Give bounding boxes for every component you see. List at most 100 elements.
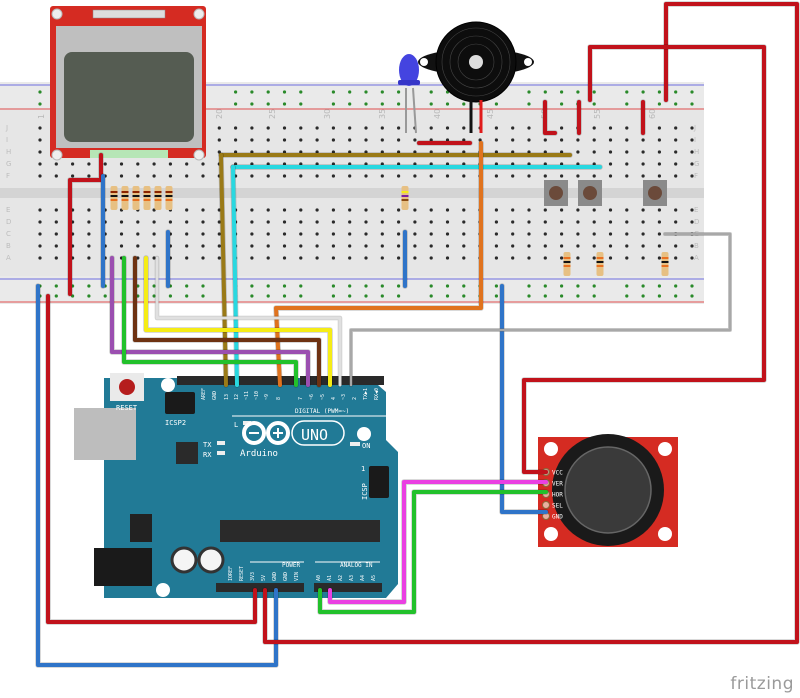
breadboard-hole	[348, 162, 352, 166]
breadboard-hole	[413, 162, 417, 166]
breadboard-hole	[560, 256, 564, 260]
breadboard-hole	[429, 244, 433, 248]
push-button-cap	[549, 186, 563, 200]
digital-pin-label: 13	[224, 394, 230, 400]
breadboard-hole	[185, 220, 189, 224]
breadboard-hole	[266, 208, 270, 212]
breadboard-hole	[625, 126, 629, 130]
wire-a0-horizontal	[318, 490, 548, 614]
rail-hole	[641, 294, 645, 298]
breadboard-hole	[315, 220, 319, 224]
breadboard-hole	[380, 138, 384, 142]
breadboard-hole	[282, 232, 287, 236]
breadboard-hole	[217, 150, 221, 154]
breadboard-hole	[38, 256, 42, 260]
rail-hole	[625, 294, 629, 298]
breadboard-hole	[250, 244, 254, 248]
breadboard-hole	[348, 244, 352, 248]
breadboard-hole	[380, 162, 384, 166]
breadboard-hole	[462, 208, 466, 212]
reset-button[interactable]	[110, 373, 144, 401]
column-label: 1	[37, 114, 46, 119]
breadboard-hole	[87, 256, 91, 260]
breadboard-hole	[560, 150, 564, 154]
breadboard-hole	[625, 208, 629, 212]
rail-hole	[152, 294, 156, 298]
breadboard-hole	[576, 256, 580, 260]
row-label: C	[6, 230, 11, 238]
breadboard-hole	[576, 162, 580, 166]
wire-green-pin7	[122, 256, 298, 387]
breadboard-hole	[690, 256, 694, 260]
piezo-buzzer	[418, 21, 534, 133]
breadboard-hole	[511, 208, 515, 212]
row-label: D	[694, 218, 699, 226]
breadboard-hole	[331, 162, 335, 166]
digital-header-low	[300, 376, 384, 385]
breadboard-hole	[543, 244, 547, 248]
breadboard-hole	[348, 220, 352, 224]
resistor-band	[563, 265, 571, 267]
breadboard-hole	[608, 220, 613, 224]
push-button[interactable]	[643, 180, 667, 206]
breadboard-hole	[445, 126, 450, 130]
breadboard-hole	[413, 174, 417, 178]
rail-hole	[592, 284, 596, 288]
rail-hole	[38, 90, 42, 94]
breadboard-hole	[315, 138, 319, 142]
push-button-cap	[648, 186, 662, 200]
power-header	[216, 583, 304, 592]
breadboard-hole	[560, 174, 564, 178]
breadboard-hole	[299, 256, 303, 260]
rail-hole	[234, 90, 238, 94]
digital-pin-label: ~3	[341, 394, 347, 400]
row-label: D	[6, 218, 11, 226]
joystick-knob[interactable]	[564, 446, 652, 534]
breadboard-hole	[625, 150, 629, 154]
breadboard-hole	[397, 174, 401, 178]
breadboard-hole	[315, 232, 319, 236]
resistor-band	[110, 199, 118, 201]
breadboard-hole	[690, 220, 694, 224]
breadboard-hole	[494, 174, 498, 178]
digital-pin-label: 8	[276, 397, 282, 400]
resistor-band	[401, 191, 409, 193]
breadboard-hole	[152, 174, 156, 178]
resistor-body	[563, 252, 571, 276]
breadboard-hole	[201, 220, 205, 224]
breadboard-hole	[136, 162, 140, 166]
rail-hole	[348, 102, 352, 106]
breadboard-hole	[136, 232, 140, 236]
breadboard-hole	[217, 220, 221, 224]
push-button[interactable]	[578, 180, 602, 206]
breadboard-hole	[560, 208, 564, 212]
rail-hole	[429, 102, 433, 106]
breadboard-hole	[380, 208, 384, 212]
digital-pin-label: GND	[212, 391, 218, 400]
breadboard-hole	[576, 220, 580, 224]
breadboard-hole	[511, 244, 515, 248]
breadboard-hole	[576, 150, 580, 154]
breadboard-hole	[38, 244, 42, 248]
breadboard-hole	[266, 220, 270, 224]
breadboard-hole	[429, 126, 433, 130]
breadboard-hole	[87, 220, 91, 224]
breadboard-hole	[608, 174, 613, 178]
breadboard-hole	[397, 244, 401, 248]
push-button[interactable]	[544, 180, 568, 206]
breadboard-hole	[119, 220, 124, 224]
rail-hole	[445, 284, 450, 288]
breadboard-hole	[87, 162, 91, 166]
rail-hole	[331, 294, 335, 298]
power-header-label: POWER	[282, 562, 300, 569]
breadboard-hole	[185, 232, 189, 236]
breadboard-hole	[38, 174, 42, 178]
breadboard-hole	[331, 256, 335, 260]
breadboard-hole	[54, 244, 58, 248]
breadboard-hole	[527, 150, 531, 154]
breadboard-hole	[250, 220, 254, 224]
breadboard-hole	[38, 220, 42, 224]
digital-pin-label: ~11	[244, 391, 250, 400]
